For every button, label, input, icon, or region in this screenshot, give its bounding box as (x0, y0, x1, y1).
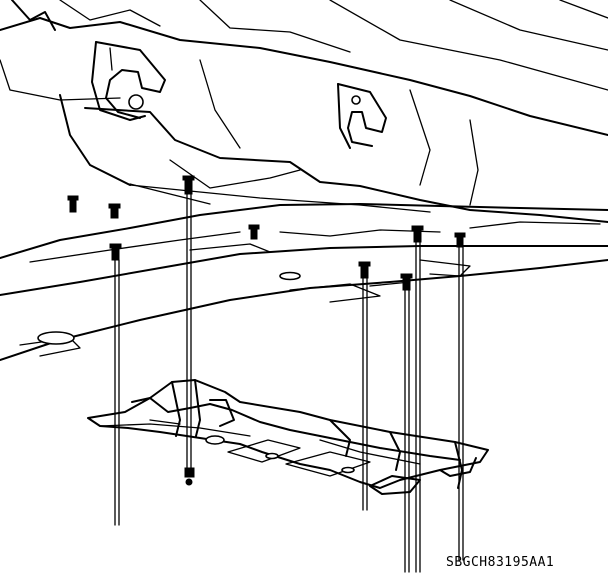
frame-crossmember (0, 203, 608, 361)
bolt-icon (454, 232, 466, 248)
bolt-icon (182, 175, 195, 195)
vehicle-body-structure (0, 0, 608, 223)
tow-hook-left-icon (91, 41, 166, 121)
figure-reference-code: SBGCH83195AA1 (446, 555, 555, 570)
tow-hook-right-icon (337, 83, 387, 149)
bolt-icon (248, 224, 260, 240)
bolt-icon (358, 261, 371, 279)
bolt-icon (411, 225, 424, 243)
bolt-alignment-lines (114, 183, 464, 573)
bolt-icon (67, 195, 79, 213)
bolt-icon (108, 203, 121, 219)
mounting-bolt-set (67, 175, 466, 573)
nut-icon (184, 467, 195, 486)
skid-plate (87, 379, 489, 495)
bolt-icon (109, 243, 122, 261)
